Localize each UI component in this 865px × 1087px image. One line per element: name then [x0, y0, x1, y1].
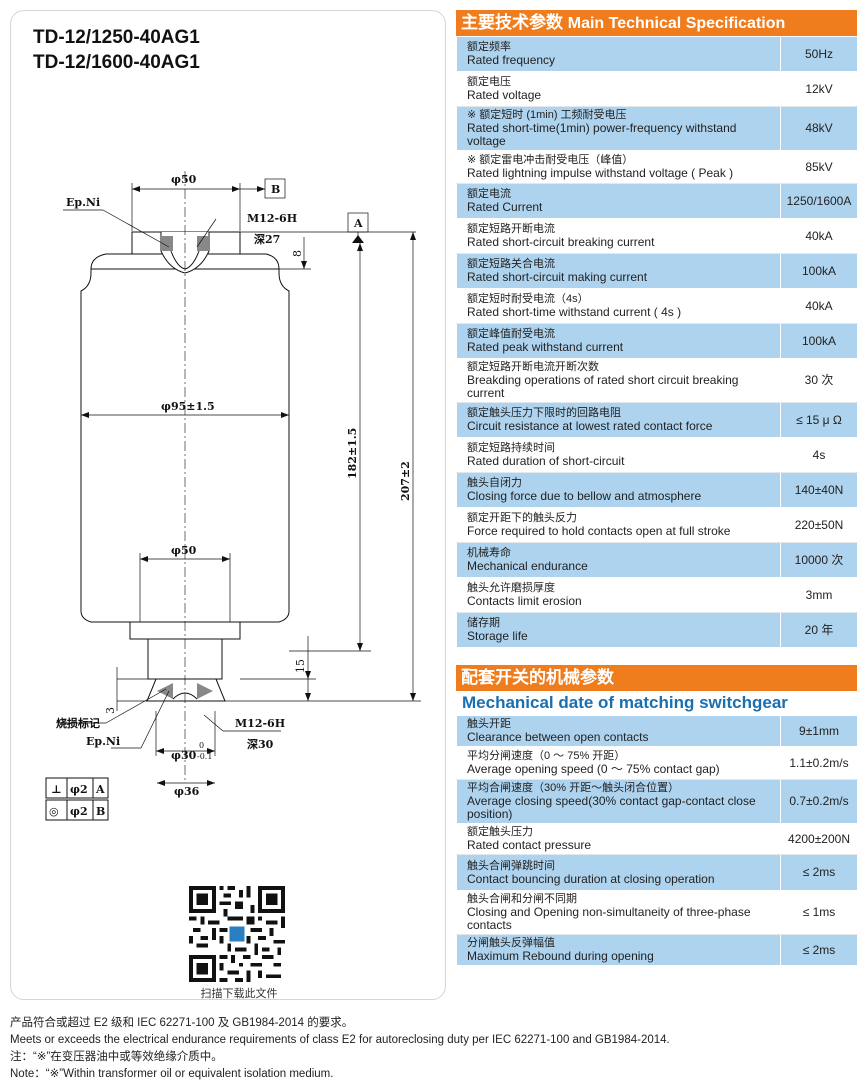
dim-shaft-dia: φ30 [171, 749, 197, 762]
main-spec-header: 主要技术参数 Main Technical Specification [456, 10, 857, 36]
main-spec-title-en: Main Technical Specification [567, 15, 786, 32]
spec-value: ≤ 2ms [780, 934, 858, 966]
tol-val-1: φ2 [70, 783, 88, 796]
spec-value: ≤ 15 μ Ω [780, 402, 858, 438]
dim-body-dia: φ95±1.5 [161, 400, 215, 413]
main-spec-title-zh: 主要技术参数 [461, 13, 563, 32]
footer-line-zh: 产品符合或超过 E2 级和 IEC 62271-100 及 GB1984-201… [10, 1017, 354, 1029]
footer-notes: 产品符合或超过 E2 级和 IEC 62271-100 及 GB1984-201… [10, 1015, 855, 1083]
spec-panel: 主要技术参数 Main Technical Specification 额定频率… [456, 10, 858, 966]
model-1600: TD-12/1600-40AG1 [33, 52, 200, 73]
footer-line-en: Meets or exceeds the electrical enduranc… [10, 1034, 670, 1046]
dim-body-len: 182±1.5 [346, 428, 359, 479]
model-1250: TD-12/1250-40AG1 [33, 27, 200, 48]
dim-8: 8 [291, 250, 304, 257]
mech-spec-header: 配套开关的机械参数 [456, 665, 857, 691]
qr-code-icon[interactable] [189, 886, 285, 982]
table-row: 平均合闸速度（30% 开距～触头闭合位置）Average closing spe… [456, 779, 858, 824]
tol-ref-1: A [95, 783, 105, 796]
depth-bottom: 深30 [247, 737, 274, 751]
spec-value: 100kA [780, 253, 858, 289]
spec-value: 50Hz [780, 36, 858, 72]
depth-top: 深27 [254, 232, 280, 246]
model-title: TD-12/1250-40AG1 TD-12/1600-40AG1 [33, 25, 200, 75]
tol-ref-2: B [96, 805, 105, 818]
spec-value: 9±1mm [780, 715, 858, 747]
footer-note-zh: 注：“※”在变压器油中或等效绝缘介质中。 [10, 1051, 223, 1063]
interrupter-drawing: φ50 B Ep.Ni M12-6H 深27 A 8 φ95±1.5 182±1… [45, 171, 421, 821]
spec-value: 3mm [780, 577, 858, 613]
table-row: 额定短时耐受电流（4s）Rated short-time withstand c… [456, 288, 858, 324]
ep-ni-top: Ep.Ni [66, 196, 100, 209]
spec-value: 1250/1600A [780, 183, 858, 219]
spec-value: 12kV [780, 71, 858, 107]
mech-spec-title-en: Mechanical date of matching switchgear [462, 693, 788, 712]
datum-b: B [271, 183, 280, 196]
drawing-panel: TD-12/1250-40AG1 TD-12/1600-40AG1 [10, 10, 446, 1000]
ep-ni-bottom: Ep.Ni [86, 735, 120, 748]
thread-bottom: M12-6H [235, 717, 285, 730]
shaft-tol-upper: 0 [199, 741, 204, 750]
spec-value: 20 年 [780, 612, 858, 648]
tol-concentric-icon: ◎ [49, 805, 59, 818]
burn-mark: 烧损标记 [56, 716, 100, 730]
spec-value: 140±40N [780, 472, 858, 508]
spec-value: 100kA [780, 323, 858, 359]
qr-caption: 扫描下载此文件 [200, 988, 278, 1000]
tol-perp-icon: ⊥ [51, 783, 62, 796]
spec-value: 48kV [780, 106, 858, 151]
table-row: ※ 额定雷电冲击耐受电压（峰值）Rated lightning impulse … [456, 150, 858, 184]
footer-note-en: Note：“※”Within transformer oil or equiva… [10, 1068, 334, 1080]
spec-value: 40kA [780, 218, 858, 254]
spec-value: 1.1±0.2m/s [780, 746, 858, 780]
thread-top: M12-6H [247, 212, 297, 225]
table-row: 平均分闸速度（0 ～ 75% 开距）Average opening speed … [456, 746, 858, 780]
shaft-tol-lower: -0.1 [197, 752, 212, 761]
mech-spec-title-zh: 配套开关的机械参数 [461, 668, 614, 687]
spec-value: 10000 次 [780, 542, 858, 578]
spec-value: 30 次 [780, 358, 858, 403]
dim-15: 15 [294, 659, 307, 673]
spec-value: 4s [780, 437, 858, 473]
dim-total-len: 207±2 [399, 461, 412, 501]
spec-value: 0.7±0.2m/s [780, 779, 858, 824]
spec-value: 85kV [780, 150, 858, 184]
dim-bottom-dia: φ50 [171, 544, 197, 557]
dim-3: 3 [104, 707, 117, 714]
dim-top-dia: φ50 [171, 173, 197, 186]
spec-value: 220±50N [780, 507, 858, 543]
spec-value: 4200±200N [780, 823, 858, 855]
datum-a: A [353, 217, 363, 230]
spec-value: ≤ 1ms [780, 890, 858, 935]
spec-value: 40kA [780, 288, 858, 324]
spec-value: ≤ 2ms [780, 854, 858, 891]
tol-val-2: φ2 [70, 805, 88, 818]
dim-flange-dia: φ36 [174, 785, 200, 798]
